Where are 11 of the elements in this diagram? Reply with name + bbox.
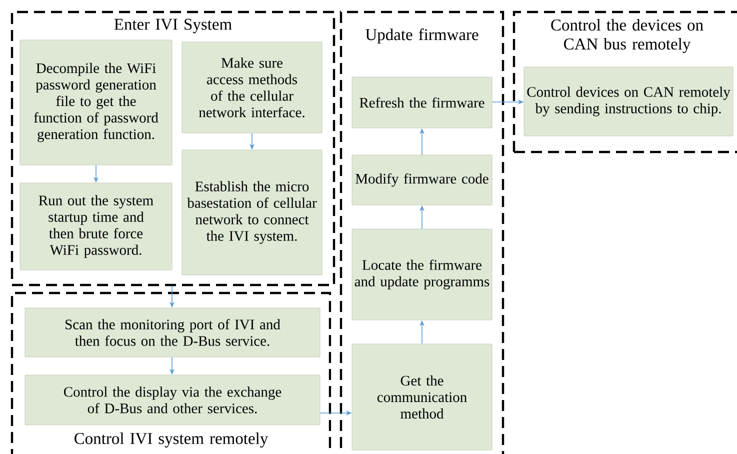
process-box: Make sure access methods of the cellular network interface.	[182, 42, 322, 134]
process-box: Control the display via the exchange of D-Bus and other services.	[24, 374, 320, 426]
process-box: Refresh the firmware	[352, 76, 492, 128]
process-box: Control devices on CAN remotely by sending instructions to chip.	[524, 66, 734, 136]
process-box: Modify firmware code	[352, 154, 492, 206]
process-box: Get the communication method	[352, 344, 492, 450]
process-box: Run out the system startup time and then brute force WiFi password.	[20, 182, 172, 270]
process-box: Decompile the WiFi password generation file to get the function of password generation function.	[20, 40, 172, 166]
process-box: Establish the micro basestation of cellular network to connect the IVI system.	[182, 150, 322, 276]
process-box: Scan the monitoring port of IVI and then focus on the D-Bus service.	[24, 308, 320, 358]
process-box: Locate the firmware and update programms	[352, 228, 492, 320]
